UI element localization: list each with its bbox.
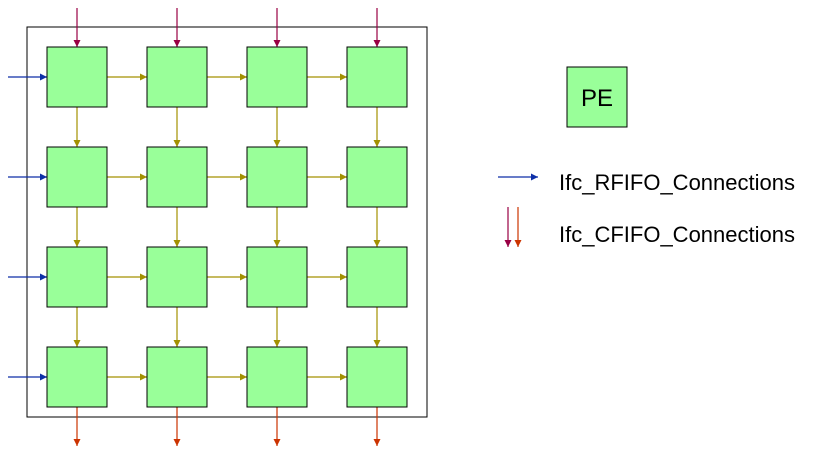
pe-box-r0-c1 <box>146 46 208 108</box>
pe-box-r3-c2 <box>246 346 308 408</box>
legend-rfifo-label: Ifc_RFIFO_Connections <box>559 170 795 195</box>
legend: PE <box>498 66 628 247</box>
pe-box-r1-c1 <box>146 146 208 208</box>
connections-layer <box>8 8 381 446</box>
pe-grid <box>46 46 408 408</box>
pe-box-r2-c3 <box>346 246 408 308</box>
pe-box-r2-c2 <box>246 246 308 308</box>
pe-box-r3-c1 <box>146 346 208 408</box>
pe-box-r3-c0 <box>46 346 108 408</box>
pe-box-r0-c2 <box>246 46 308 108</box>
legend-cfifo-label: Ifc_CFIFO_Connections <box>559 222 795 247</box>
pe-box-r2-c0 <box>46 246 108 308</box>
pe-box-r1-c2 <box>246 146 308 208</box>
pe-box-r0-c3 <box>346 46 408 108</box>
pe-box-r2-c1 <box>146 246 208 308</box>
pe-box-r3-c3 <box>346 346 408 408</box>
pe-box-r1-c0 <box>46 146 108 208</box>
legend-pe-label: PE <box>581 85 613 112</box>
pe-box-r0-c0 <box>46 46 108 108</box>
pe-box-r1-c3 <box>346 146 408 208</box>
array-boundary <box>26 26 428 418</box>
legend-pe-box <box>566 66 628 128</box>
